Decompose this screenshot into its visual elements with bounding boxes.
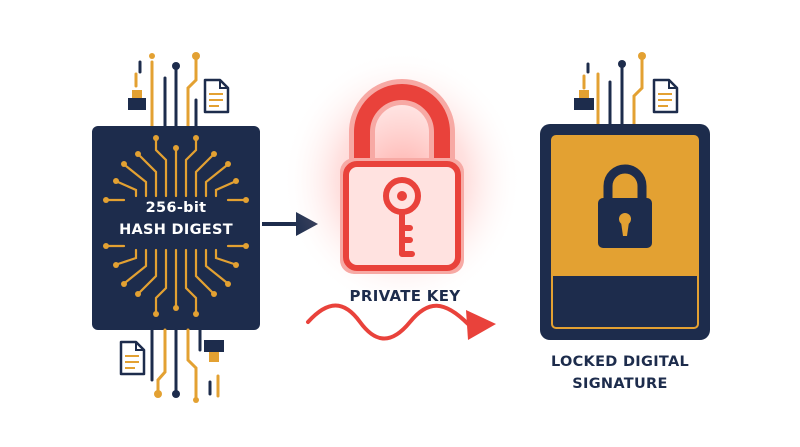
- private-key-group: [282, 50, 522, 310]
- trace-node: [154, 390, 162, 398]
- bottom-circuit-traces-left: [150, 328, 220, 400]
- trace-node: [193, 397, 199, 403]
- trace-node: [172, 62, 180, 70]
- signature-label-line2: SIGNATURE: [572, 376, 668, 392]
- chip-inner-traces-bottom: [106, 244, 246, 314]
- signature-panel-border: [551, 135, 699, 329]
- hash-digest-group: [92, 52, 260, 403]
- hash-digest-line1: 256-bit: [145, 200, 207, 216]
- top-circuit-traces-left: [134, 54, 198, 128]
- trace-node: [149, 53, 155, 59]
- chip-connector-icon: [204, 340, 224, 362]
- chip-connector-icon: [574, 90, 594, 110]
- top-circuit-traces-right: [582, 54, 644, 128]
- wavy-arrow-icon: [306, 303, 496, 341]
- trace-node: [618, 60, 626, 68]
- document-icon: [652, 78, 679, 114]
- key-icon: [383, 177, 421, 257]
- chip-inner-traces-top: [106, 138, 246, 202]
- keyhole-icon: [619, 213, 631, 236]
- hash-digest-line2: HASH DIGEST: [119, 222, 233, 238]
- private-key-label: PRIVATE KEY: [349, 287, 461, 305]
- trace-node: [638, 52, 646, 60]
- chip-inner-nodes-bottom: [103, 243, 249, 317]
- chip-inner-nodes-top: [103, 135, 249, 203]
- hash-chip-body: [92, 126, 260, 330]
- signature-label-line1: LOCKED DIGITAL: [550, 354, 690, 370]
- signature-panel-footer: [552, 276, 698, 328]
- document-icon: [119, 340, 146, 376]
- chip-connector-icon: [128, 90, 146, 110]
- trace-node: [172, 390, 180, 398]
- key-ring-hole: [397, 191, 407, 201]
- document-icon: [203, 78, 230, 114]
- trace-node: [192, 52, 200, 60]
- signature-group: [540, 52, 710, 340]
